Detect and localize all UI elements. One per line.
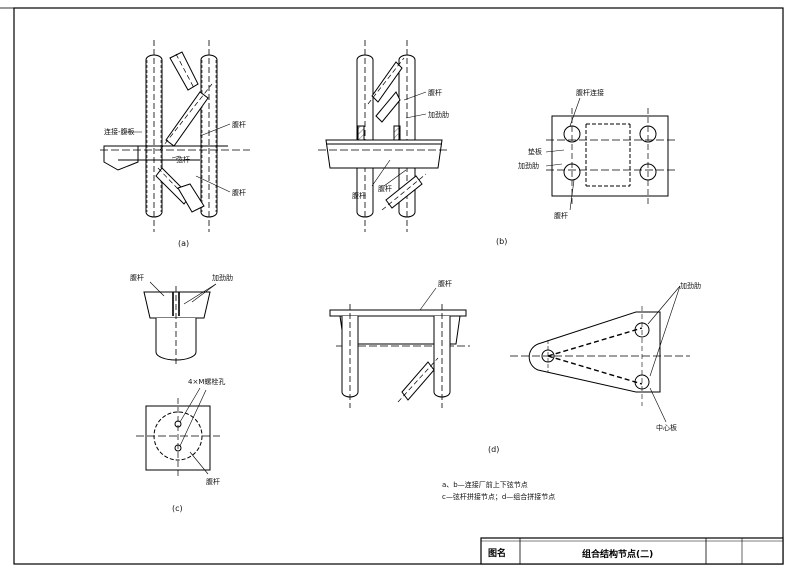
view-b-plan-label-top: 腹杆连接 xyxy=(576,88,604,97)
view-b-label-stiffener: 加劲肋 xyxy=(428,110,449,119)
view-d-caption: (d) xyxy=(488,445,499,454)
view-a-label-lower: 腹杆 xyxy=(232,188,246,197)
title-block-label: 图名 xyxy=(488,547,506,559)
right-chord-tube xyxy=(200,40,218,232)
view-b-plan-label-left2: 加劲肋 xyxy=(518,161,539,170)
view-b-label-top: 腹杆 xyxy=(428,88,442,97)
view-d xyxy=(329,287,470,408)
view-a-label-plate: 连接-腹板 xyxy=(104,127,135,136)
view-d-plan xyxy=(510,285,690,423)
view-b-label-bottom-mid: 腹杆 xyxy=(378,184,392,193)
view-b-plan xyxy=(545,97,676,211)
view-c-label-top-left: 腹杆 xyxy=(130,273,144,282)
view-c-label-bottom: 腹杆 xyxy=(206,477,220,486)
view-b-plan-label-left1: 垫板 xyxy=(528,147,542,156)
left-chord-tube xyxy=(145,40,163,232)
lower-diagonal xyxy=(155,167,205,213)
view-d-plan-label-bottom: 中心板 xyxy=(656,423,677,432)
view-b-plan-label-bottom: 腹杆 xyxy=(554,211,568,220)
note-line-1: a、b—连接厂前上下弦节点 xyxy=(442,480,528,489)
view-a-caption: (a) xyxy=(178,239,189,248)
view-c-label-top-right: 加劲肋 xyxy=(212,273,233,282)
upper-diagonal xyxy=(159,51,213,151)
note-line-2: c—弦杆拼接节点；d—组合拼接节点 xyxy=(442,492,555,501)
sheet-frame xyxy=(0,7,784,565)
view-c-caption: (c) xyxy=(172,504,183,513)
view-a-label-diagonal: 腹杆 xyxy=(232,120,246,129)
connection-plate xyxy=(100,145,250,171)
view-b-caption: (b) xyxy=(496,237,507,246)
view-b xyxy=(318,40,450,232)
view-c xyxy=(136,281,220,478)
view-b-label-bottom-left: 腹杆 xyxy=(352,191,366,200)
view-c-label-holes: 4×M螺栓孔 xyxy=(188,377,225,386)
view-a xyxy=(100,40,250,232)
view-d-label-top: 腹杆 xyxy=(438,279,452,288)
view-d-plan-label-top: 加劲肋 xyxy=(680,281,701,290)
view-a-label-chord: 弦杆 xyxy=(176,155,190,164)
title-block xyxy=(480,537,784,565)
drawing-title: 组合结构节点(二) xyxy=(582,548,653,560)
